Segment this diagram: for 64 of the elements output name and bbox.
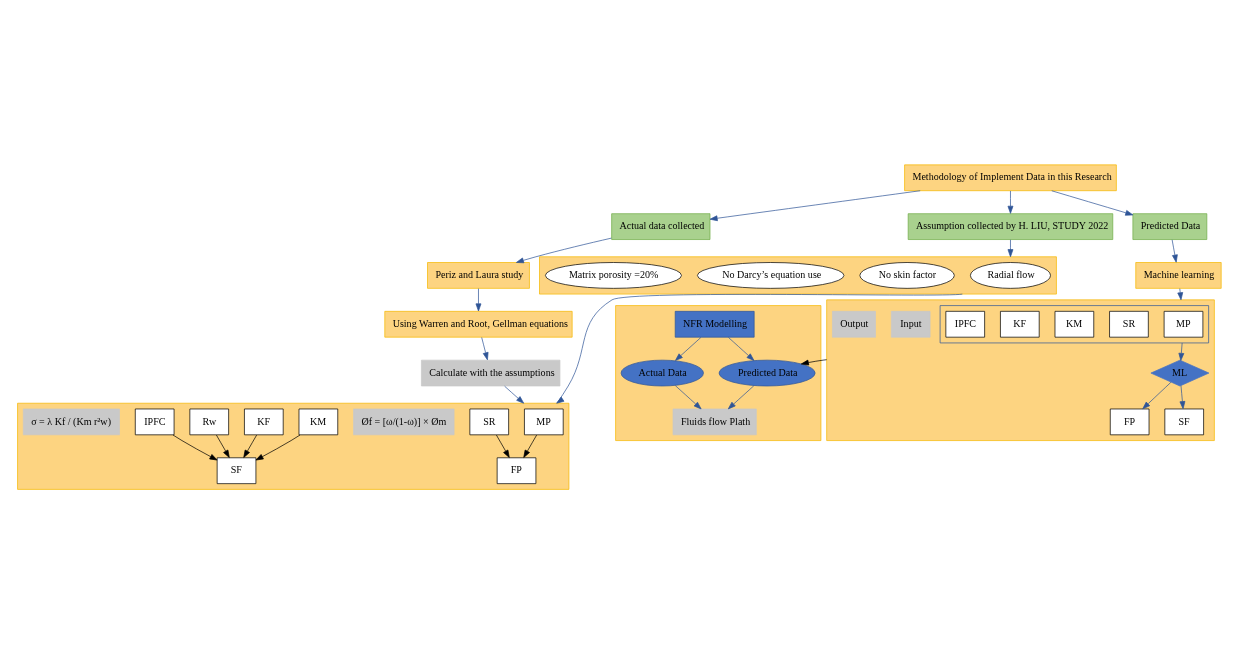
- node-box: KF: [1000, 310, 1040, 338]
- node-ellipse: No Darcy’s equation use: [697, 261, 845, 289]
- arrow: [504, 385, 525, 404]
- arrow: [1179, 384, 1186, 409]
- arrow: [481, 336, 489, 360]
- arrow: [496, 434, 510, 458]
- node-box: Machine learning: [1135, 261, 1222, 289]
- node-box: IPFC: [945, 310, 985, 338]
- arrow: [255, 434, 301, 460]
- cluster: [615, 304, 822, 441]
- node-box: SR: [1109, 310, 1149, 338]
- arrow: [675, 336, 702, 361]
- node-box: FP: [1109, 408, 1150, 435]
- arrow: [216, 434, 230, 458]
- node-ellipse: Radial flow: [970, 261, 1051, 289]
- node-box: MP: [1163, 310, 1204, 338]
- node-box: Using Warren and Root, Gellman equations: [384, 310, 573, 338]
- arrow: [674, 384, 702, 409]
- node-box: Fluids flow Plath: [672, 408, 757, 435]
- cluster: [17, 402, 570, 490]
- node-ellipse: Matrix porosity =20%: [545, 261, 682, 289]
- node-box: SF: [1164, 408, 1204, 435]
- arrow: [1178, 342, 1185, 361]
- node-box: Periz and Laura study: [427, 261, 530, 289]
- arrow: [1007, 190, 1014, 214]
- node-ellipse: No skin factor: [859, 261, 955, 289]
- arrow: [727, 384, 755, 409]
- node-box: KM: [298, 408, 339, 435]
- arrow: [1142, 381, 1172, 409]
- arrow: [728, 336, 755, 361]
- node-box: KM: [1054, 310, 1095, 338]
- arrow: [1051, 189, 1134, 216]
- node-box: Calculate with the assumptions: [421, 359, 561, 386]
- node-diamond: ML: [1150, 359, 1210, 386]
- node-box: MP: [524, 408, 564, 435]
- arrow: [516, 237, 612, 263]
- node-box: KF: [244, 408, 284, 435]
- node-box: Actual data collected: [611, 212, 711, 240]
- node-box: IPFC: [134, 408, 175, 435]
- node-box: SF: [216, 456, 257, 484]
- arrow: [523, 434, 537, 458]
- node-box: Input: [890, 310, 931, 338]
- node-box: Predicted Data: [1132, 212, 1208, 240]
- node-box: SR: [469, 408, 509, 435]
- arrow: [556, 293, 963, 404]
- cluster: [939, 304, 1209, 343]
- node-box: Output: [832, 310, 876, 338]
- arrow: [475, 287, 482, 311]
- node-box: σ = λ Kf / (Km r²w): [22, 408, 120, 435]
- arrow: [172, 434, 218, 460]
- node-box: Assumption collected by H. LIU, STUDY 2022: [907, 212, 1114, 240]
- cluster: [539, 255, 1057, 294]
- arrow: [1171, 238, 1178, 263]
- node-box: FP: [496, 456, 537, 484]
- arrow: [1177, 287, 1184, 300]
- arrow: [243, 434, 257, 458]
- node-box: Øf = [ω/(1-ω)] × Øm: [353, 408, 455, 435]
- cluster: [826, 299, 1215, 441]
- node-box: NFR Modelling: [674, 310, 755, 338]
- arrow: [800, 358, 828, 365]
- arrow: [709, 189, 921, 221]
- node-box: Rw: [189, 408, 229, 435]
- node-ellipse: Actual Data: [620, 359, 704, 386]
- node-box: Methodology of Implement Data in this Research: [904, 164, 1117, 191]
